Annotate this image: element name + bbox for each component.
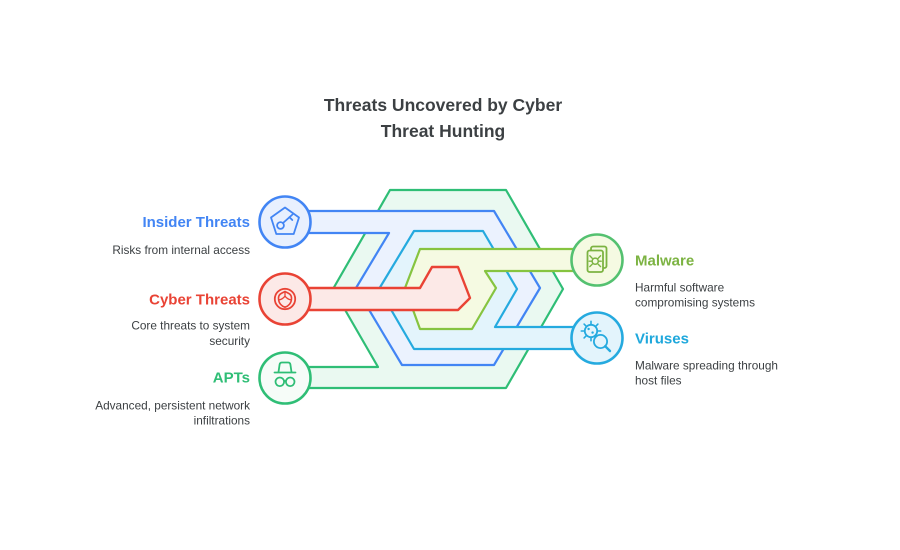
apts-label: APTs — [213, 370, 250, 387]
insider-desc: Risks from internal access — [112, 243, 250, 257]
cyber-desc-line-1: Core threats to system — [131, 319, 250, 333]
insider-label: Insider Threats — [142, 214, 250, 231]
viruses-desc-line-2: host files — [635, 374, 682, 388]
incognito-spy-icon — [273, 361, 297, 388]
node-circle-apts — [258, 351, 312, 405]
node-viruses: Viruses Malware spreading through host f… — [570, 311, 778, 388]
page-title: Threats Uncovered by Cyber Threat Huntin… — [324, 95, 562, 141]
title-line-2: Threat Hunting — [381, 121, 505, 141]
shield-icon — [273, 287, 297, 311]
malware-desc-line-1: Harmful software — [635, 281, 725, 295]
arrow-band-cyber — [283, 265, 472, 312]
node-insider-threats: Insider Threats Risks from internal acce… — [112, 195, 312, 257]
cyber-desc-line-2: security — [209, 334, 250, 348]
apts-desc-line-2: infiltrations — [194, 414, 250, 428]
bug-document-icon — [586, 245, 608, 273]
apts-desc-line-1: Advanced, persistent network — [95, 399, 250, 413]
hexagon-stack — [283, 188, 599, 390]
viruses-desc-line-1: Malware spreading through — [635, 359, 778, 373]
title-line-1: Threats Uncovered by Cyber — [324, 95, 562, 115]
virus-magnifier-icon — [580, 320, 612, 353]
malware-desc-line-2: compromising systems — [635, 296, 755, 310]
malware-label: Malware — [635, 253, 694, 270]
node-circle-cyber — [258, 272, 312, 326]
cyber-label: Cyber Threats — [149, 292, 250, 309]
pentagon-key-icon — [270, 206, 300, 235]
node-apts: APTs Advanced, persistent network infilt… — [95, 351, 312, 428]
node-cyber-threats: Cyber Threats Core threats to system sec… — [131, 272, 312, 348]
node-malware: Malware Harmful software compromising sy… — [570, 233, 755, 310]
viruses-label: Viruses — [635, 331, 689, 348]
